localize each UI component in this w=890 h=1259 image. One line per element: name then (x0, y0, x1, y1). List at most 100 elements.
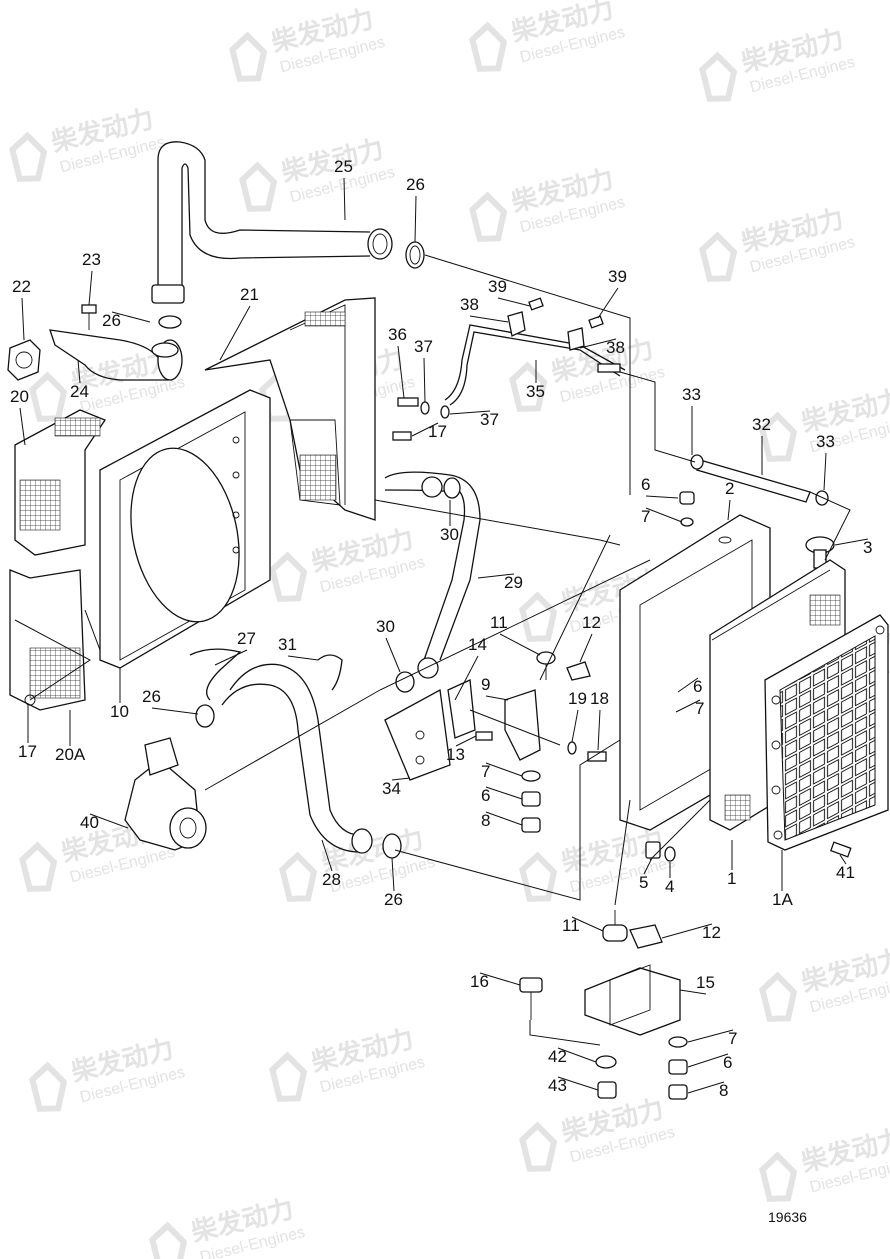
callout-leader (643, 857, 653, 875)
callout-leader (449, 410, 491, 415)
lower-mount (519, 910, 688, 1100)
bolt (829, 841, 852, 858)
callout-label: 26 (142, 687, 161, 706)
mounting-bracket (384, 679, 541, 781)
callout-label: 18 (590, 689, 609, 708)
hose-bracket (189, 648, 343, 701)
callout-label: 17 (18, 742, 37, 761)
callout-label: 1A (772, 890, 793, 909)
callout-leader (477, 573, 515, 579)
bolt (475, 731, 607, 762)
callout-label: 32 (752, 415, 771, 434)
callout-label: 10 (110, 702, 129, 721)
callout-label: 8 (719, 1081, 728, 1100)
deaeration-pipe (444, 324, 626, 406)
hose-clamp (195, 704, 215, 728)
callout-leader (687, 1081, 725, 1094)
callout-label: 2 (725, 479, 734, 498)
callout-leader (414, 195, 417, 243)
callout-label: 28 (322, 870, 341, 889)
callout-label: 1 (727, 869, 736, 888)
callout-label: 12 (582, 613, 601, 632)
callout-leader (557, 1076, 599, 1091)
callout-leader (454, 655, 479, 701)
charge-air-hose-upper (151, 141, 393, 304)
callout-label: 41 (836, 863, 855, 882)
callout-label: 25 (334, 157, 353, 176)
callout-label: 13 (446, 745, 465, 764)
callout-label: 33 (682, 385, 701, 404)
callout-leader (411, 422, 439, 437)
coolant-pipe (690, 454, 829, 506)
callout-label: 38 (606, 338, 625, 357)
callout-leader (385, 637, 401, 673)
coolant-hose-upper (384, 471, 481, 693)
callout-leader (597, 287, 619, 319)
callout-leader (321, 839, 333, 872)
callout-leader (839, 854, 847, 865)
rubber-isolator (536, 651, 591, 681)
drawing-number: 19636 (768, 1209, 807, 1225)
callout-label: 6 (693, 677, 702, 696)
callout-label: 11 (562, 916, 580, 935)
callout-leader (485, 762, 523, 777)
banjo-bolt (397, 397, 450, 419)
callout-leader (499, 633, 541, 656)
callout-label: 31 (278, 635, 297, 654)
callout-label: 6 (641, 475, 650, 494)
callout-label: 26 (384, 890, 403, 909)
bracket-bolt (507, 297, 604, 351)
coolant-hose-lower (221, 663, 402, 859)
bolt (392, 431, 412, 441)
callout-leader (497, 297, 531, 307)
callout-leader (397, 345, 405, 399)
callout-leader (571, 916, 604, 932)
callout-label: 3 (863, 538, 872, 557)
fan-shroud (99, 389, 271, 669)
callout-leader (287, 655, 319, 661)
callout-label: 12 (702, 923, 721, 942)
callout-leader (77, 359, 81, 384)
callout-label: 14 (468, 635, 487, 654)
callout-leader (219, 305, 251, 361)
callout-leader (727, 499, 731, 521)
callout-label: 11 (490, 613, 508, 632)
callout-label: 6 (481, 786, 490, 805)
callout-label: 7 (481, 762, 490, 781)
pump-housing (124, 737, 207, 851)
callout-leader (479, 972, 521, 986)
callout-label: 22 (12, 277, 31, 296)
callout-label: 16 (470, 972, 489, 991)
callout-leader (597, 709, 601, 751)
callout-label: 38 (460, 295, 479, 314)
callout-label: 9 (481, 675, 490, 694)
callout-leader (455, 735, 477, 747)
callout-leader (687, 1029, 734, 1043)
bolt (81, 304, 97, 330)
callout-leader (645, 507, 683, 523)
callout-label: 29 (504, 573, 523, 592)
callout-leader (485, 786, 523, 800)
callout-label: 36 (388, 325, 407, 344)
callout-label: 42 (548, 1047, 567, 1066)
callout-leader (675, 699, 701, 713)
callout-leader (485, 695, 509, 701)
callout-leader (391, 777, 411, 781)
callout-label: 17 (428, 422, 447, 441)
callout-label: 43 (548, 1076, 567, 1095)
callout-leader (111, 311, 151, 323)
callout-label: 33 (816, 432, 835, 451)
callout-label: 34 (382, 779, 401, 798)
callout-label: 7 (695, 699, 704, 718)
